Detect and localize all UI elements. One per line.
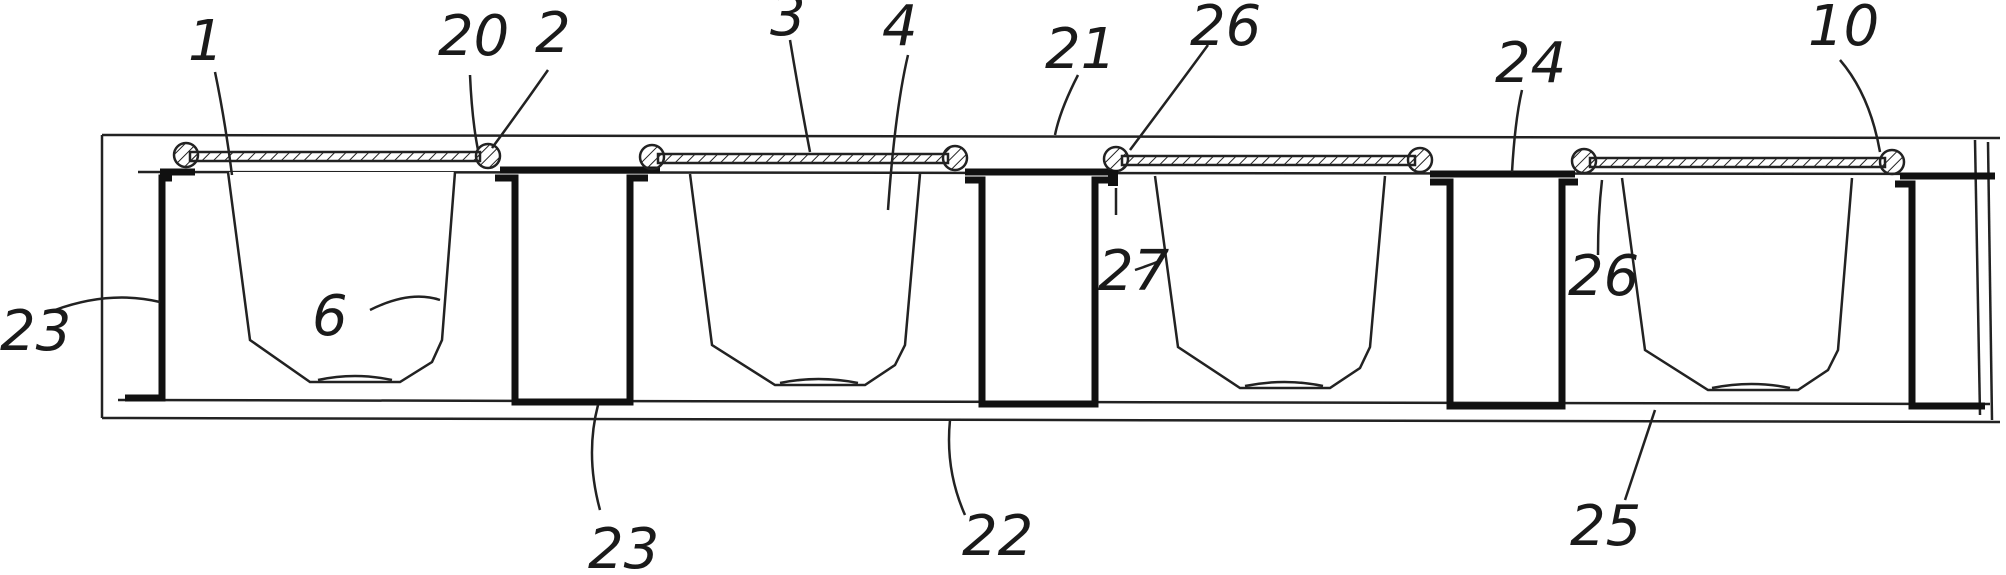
numeral-20: 20: [438, 4, 509, 69]
channel-2: [965, 180, 1112, 404]
channel-right-edge: [1895, 184, 1985, 406]
numeral-23-bottom: 23: [588, 517, 659, 575]
grate-3: [1104, 147, 1432, 172]
numeral-4: 4: [882, 0, 918, 59]
grate-2: [640, 145, 967, 170]
numeral-27: 27: [1098, 239, 1170, 304]
channel-3: [1430, 182, 1578, 406]
numeral-10: 10: [1808, 0, 1879, 59]
numeral-23-left: 23: [0, 299, 71, 364]
numeral-24: 24: [1495, 31, 1566, 96]
numeral-21: 21: [1045, 17, 1116, 82]
grate-4: [1572, 149, 1904, 174]
numeral-2: 2: [535, 1, 571, 66]
numeral-26-top: 26: [1190, 0, 1261, 59]
channel-left-edge: [125, 178, 172, 398]
numeral-25: 25: [1570, 494, 1641, 559]
numeral-3: 3: [770, 0, 806, 49]
grate-1: [174, 143, 500, 168]
channel-1: [495, 178, 648, 402]
numeral-26-side: 26: [1568, 244, 1639, 309]
numeral-1: 1: [188, 9, 224, 74]
numeral-6: 6: [312, 284, 348, 349]
bucket-4: [1622, 178, 1852, 390]
bucket-2: [690, 174, 920, 385]
bucket-1: [228, 172, 455, 382]
bucket-3: [1155, 176, 1385, 388]
numeral-22: 22: [962, 504, 1033, 569]
tab-27: [1108, 170, 1118, 186]
